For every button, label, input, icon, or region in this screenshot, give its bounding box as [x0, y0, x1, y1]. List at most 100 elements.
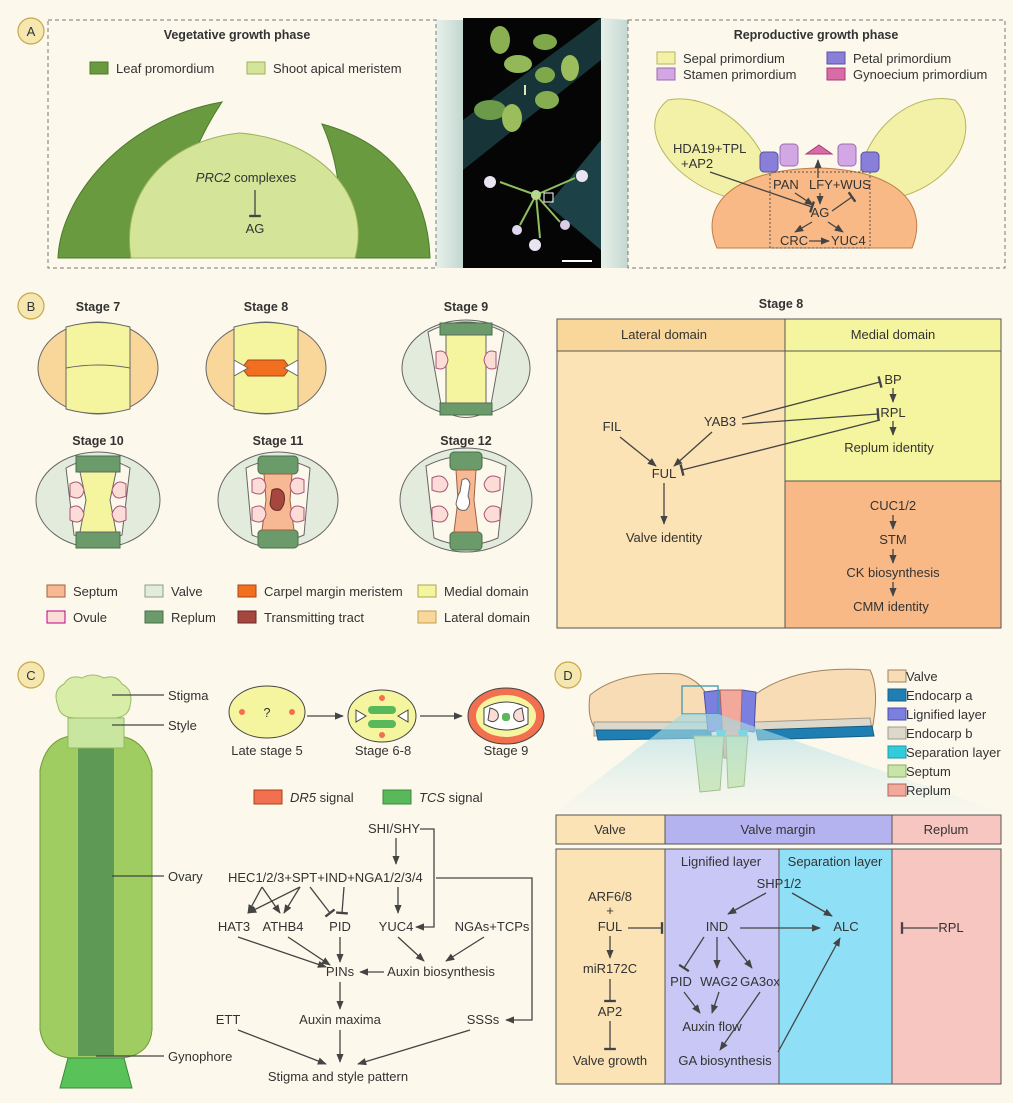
legend-swatch-gynoecium — [826, 67, 846, 81]
shi-to-yuc4 — [415, 828, 435, 931]
alc-node: ALC — [833, 919, 858, 934]
cuc-node: CUC1/2 — [870, 498, 916, 513]
late-stage5-section — [228, 685, 306, 739]
stage-11-ovule-3 — [251, 505, 267, 523]
stage6-8-notch-left — [355, 709, 367, 723]
stage9-label: Stage 9 — [484, 743, 529, 758]
reproductive-title: Reproductive growth phase — [734, 28, 899, 42]
stage-8-notch-right — [282, 359, 299, 377]
stage-12-replum-top — [449, 451, 483, 471]
valve-identity-node: Valve identity — [626, 530, 703, 545]
ap2-node: AP2 — [598, 1004, 623, 1019]
pins-node: PINs — [326, 964, 355, 979]
stage-11-ovule-4 — [289, 505, 305, 523]
stage-12-ovule-1 — [431, 475, 449, 493]
legend-swatch-valve — [144, 584, 164, 598]
ck-node: CK biosynthesis — [846, 565, 940, 580]
stage-9-replum-bottom — [439, 402, 493, 416]
stigma — [55, 674, 132, 719]
stamen-right — [837, 143, 857, 167]
separation-sub-header: Separation layer — [788, 854, 883, 869]
header-replum — [891, 814, 1002, 845]
stage-11-ovule-1 — [251, 477, 267, 495]
rpl-node: RPL — [880, 405, 905, 420]
gynophore — [59, 1057, 133, 1089]
ga3ox-to-ga-bio — [719, 991, 761, 1051]
panel-b-badge — [17, 292, 45, 320]
ngas-tcps-node: NGAs+TCPs — [455, 919, 530, 934]
replum-region — [785, 351, 1001, 481]
stage6-8-dr5-top — [379, 695, 385, 701]
sss-to-pattern — [357, 1029, 471, 1066]
legend-label-gynoecium: Gynoecium primordium — [853, 67, 987, 82]
prc2-label: PRC2 complexes — [196, 170, 297, 185]
pan-label: PAN — [773, 177, 799, 192]
flowering-plant — [484, 170, 588, 251]
legend-label-septum: Septum — [73, 584, 118, 599]
ful-node: FUL — [652, 466, 677, 481]
stage-12-transmitting-tract — [455, 478, 471, 511]
legend-label-endocarp-b: Endocarp b — [906, 726, 973, 741]
photo-beam-bottom — [548, 140, 601, 250]
valve-tissue-right — [747, 668, 876, 731]
hda-inhibits-ag — [709, 171, 816, 213]
panel-b: B Stage 7 Stage 8 Stage 9 Stage 10 — [17, 292, 1002, 629]
stigma-label: Stigma — [168, 688, 209, 703]
stage-12-ovule-3 — [431, 505, 449, 523]
gynophore-label: Gynophore — [168, 1049, 232, 1064]
stage-11-title: Stage 11 — [253, 434, 304, 448]
stage6-8-dr5-bottom — [379, 732, 385, 738]
header-valve-label: Valve — [594, 822, 626, 837]
yab3-inhibits-bp — [741, 376, 883, 419]
panel-d-legend: Valve Endocarp a Lignified layer Endocar… — [887, 669, 1001, 798]
mir172c-node: miR172C — [583, 961, 637, 976]
stage-10-medial — [79, 471, 117, 533]
stage-10-ovule-1 — [69, 481, 85, 499]
panel-a-badge — [17, 17, 45, 45]
ag-to-yuc4 — [827, 221, 844, 233]
panel-c-letter: C — [26, 668, 35, 683]
stage-10-ovule-2 — [111, 481, 127, 499]
athb4-to-pins — [287, 936, 331, 966]
hec-inhibits-pid — [309, 886, 336, 918]
petal-right — [860, 151, 880, 173]
header-valve-margin-label: Valve margin — [741, 822, 816, 837]
yab3-node: YAB3 — [704, 414, 736, 429]
legend-label-cmm: Carpel margin meristem — [264, 584, 403, 599]
ovary-label: Ovary — [168, 869, 203, 884]
stage-11-replum-bottom — [257, 529, 299, 549]
athb4-node: ATHB4 — [263, 919, 304, 934]
yuc4-node-c: YUC4 — [379, 919, 414, 934]
yab3-to-ful — [673, 431, 713, 467]
legend-swatch-septum — [46, 584, 66, 598]
legend-swatch-lateral — [417, 610, 437, 624]
stage-7-seam — [65, 364, 131, 369]
petal-left — [759, 151, 779, 173]
legend-swatch-d-septum — [887, 764, 907, 778]
style — [67, 717, 125, 749]
hec-complex-node: HEC1/2/3+SPT+IND+NGA1/2/3/4 — [228, 870, 423, 885]
legend-swatch-tt — [237, 610, 257, 624]
fil-node: FIL — [603, 419, 622, 434]
stage-9-ovule-1 — [435, 350, 449, 370]
medial-domain-header — [785, 319, 1001, 351]
stage-9-replum-top — [439, 322, 493, 336]
panel-d-badge — [554, 661, 582, 689]
style-label: Style — [168, 718, 197, 733]
legend-label-sepal: Sepal primordium — [683, 51, 785, 66]
stigma-style-pattern-node: Stigma and style pattern — [268, 1069, 408, 1084]
separation-column — [778, 848, 893, 1085]
pid-node-c: PID — [329, 919, 351, 934]
plant-photo — [463, 18, 601, 268]
legend-label-lateral: Lateral domain — [444, 610, 530, 625]
stage-11-transmitting-tract — [269, 488, 285, 511]
ngas-to-auxin-bio — [445, 936, 485, 962]
legend-swatch-sam — [246, 61, 266, 75]
hec-to-sss — [436, 877, 533, 1024]
stage-8-network-title: Stage 8 — [759, 297, 804, 311]
legend-swatch-lignified — [887, 707, 907, 721]
hec-to-athb4-a — [283, 886, 301, 914]
panel-a-letter: A — [27, 24, 36, 39]
stage9-tcs — [502, 713, 510, 721]
stage6-8-notch-right — [397, 709, 409, 723]
